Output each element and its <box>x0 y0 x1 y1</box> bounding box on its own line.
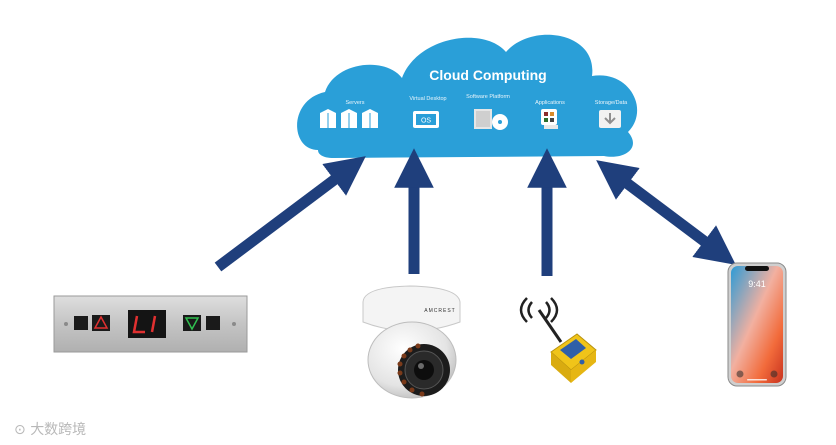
wireless-signal-icon <box>519 297 559 323</box>
iot-sensor <box>519 297 597 383</box>
service-label-servers: Servers <box>346 100 365 106</box>
software-platform-icon <box>474 109 508 130</box>
storage-icon <box>599 110 621 128</box>
service-label-virtual-desktop: Virtual Desktop <box>409 96 446 102</box>
panel-screw-icon <box>64 322 68 326</box>
cloud: Cloud Computing Servers Virtual Desktop … <box>297 34 638 158</box>
arrow-elevator-to-cloud <box>214 156 366 272</box>
virtual-desktop-screen-text: OS <box>421 118 431 125</box>
arrow-cloud-phone-bidirectional <box>596 160 736 265</box>
elevator-panel <box>53 295 248 353</box>
smartphone: 9:41 <box>727 262 787 387</box>
down-arrow-icon <box>184 317 200 331</box>
applications-icon <box>541 109 558 129</box>
arrows <box>214 148 736 276</box>
watermark: ⊙ 大数跨境 <box>14 419 86 439</box>
watermark-logo-icon: ⊙ <box>14 422 26 438</box>
floor-display-l1 <box>132 315 157 334</box>
up-arrow-icon <box>93 315 109 329</box>
service-label-storage: Storage/Data <box>595 100 628 106</box>
camera-shortcut-icon <box>770 370 778 378</box>
flashlight-icon <box>736 370 744 378</box>
watermark-text: 大数跨境 <box>30 422 87 438</box>
security-camera: AMCREST <box>362 285 461 399</box>
virtual-desktop-icon: OS <box>413 111 439 128</box>
phone-lockscreen-time: 9:41 <box>748 279 766 289</box>
camera-ir-leds <box>397 343 425 397</box>
panel-screw-icon <box>232 322 236 326</box>
servers-icon <box>320 109 378 128</box>
service-label-applications: Applications <box>535 100 565 106</box>
camera-brand-label: AMCREST <box>424 308 455 314</box>
service-label-software-platform: Software Platform <box>466 94 510 100</box>
cloud-title: Cloud Computing <box>429 67 546 83</box>
